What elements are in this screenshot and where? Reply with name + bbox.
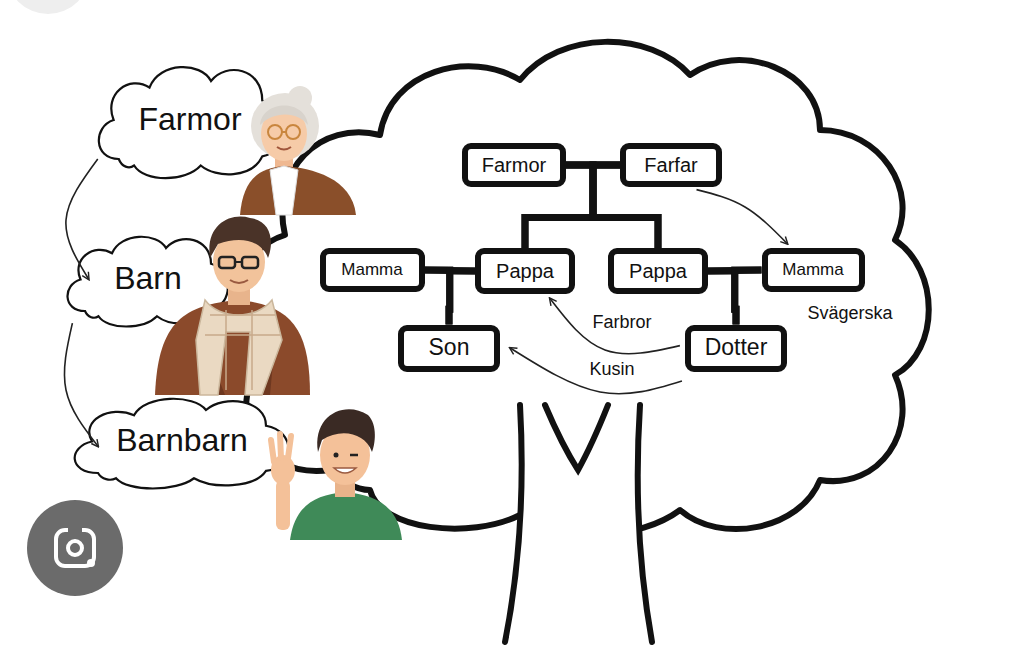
person-label: Dotter bbox=[705, 335, 768, 360]
generation-label: Barnbarn bbox=[116, 423, 248, 458]
person-box: Farmor bbox=[462, 143, 566, 187]
generation-label: Barn bbox=[114, 261, 182, 296]
generation-cloud: Barn bbox=[58, 227, 238, 332]
generation-cloud: Barnbarn bbox=[62, 389, 302, 494]
person-box: Mamma bbox=[320, 248, 425, 292]
grandchild-figure bbox=[271, 409, 402, 540]
corner-circle bbox=[6, 0, 90, 14]
person-box: Pappa bbox=[475, 248, 575, 294]
person-box: Mamma bbox=[762, 248, 865, 292]
person-label: Pappa bbox=[496, 260, 554, 282]
person-label: Mamma bbox=[341, 261, 402, 280]
person-label: Pappa bbox=[629, 260, 687, 282]
person-label: Mamma bbox=[782, 261, 843, 280]
person-box: Son bbox=[398, 325, 500, 372]
person-box: Dotter bbox=[685, 325, 787, 372]
tree-trunk bbox=[505, 405, 652, 642]
family-line bbox=[449, 271, 475, 325]
family-line bbox=[735, 270, 762, 325]
cloud-shape bbox=[98, 67, 281, 178]
lens-icon bbox=[27, 500, 123, 596]
relation-arrow bbox=[697, 190, 788, 244]
person-box: Farfar bbox=[620, 143, 722, 187]
relation-label: Kusin bbox=[587, 360, 636, 380]
generation-label: Farmor bbox=[138, 102, 241, 137]
relation-arrow bbox=[510, 348, 682, 394]
cloud-shape bbox=[68, 236, 228, 326]
generation-cloud: Farmor bbox=[88, 55, 293, 185]
person-label: Son bbox=[429, 335, 470, 360]
person-label: Farfar bbox=[644, 154, 697, 176]
trunk-gap bbox=[523, 470, 637, 560]
cloud-shape bbox=[75, 398, 289, 488]
relation-label: Svägerska bbox=[805, 304, 894, 324]
relation-arrow bbox=[550, 299, 680, 354]
person-box: Pappa bbox=[608, 248, 708, 294]
person-label: Farmor bbox=[482, 154, 546, 176]
relation-label: Farbror bbox=[590, 313, 653, 333]
